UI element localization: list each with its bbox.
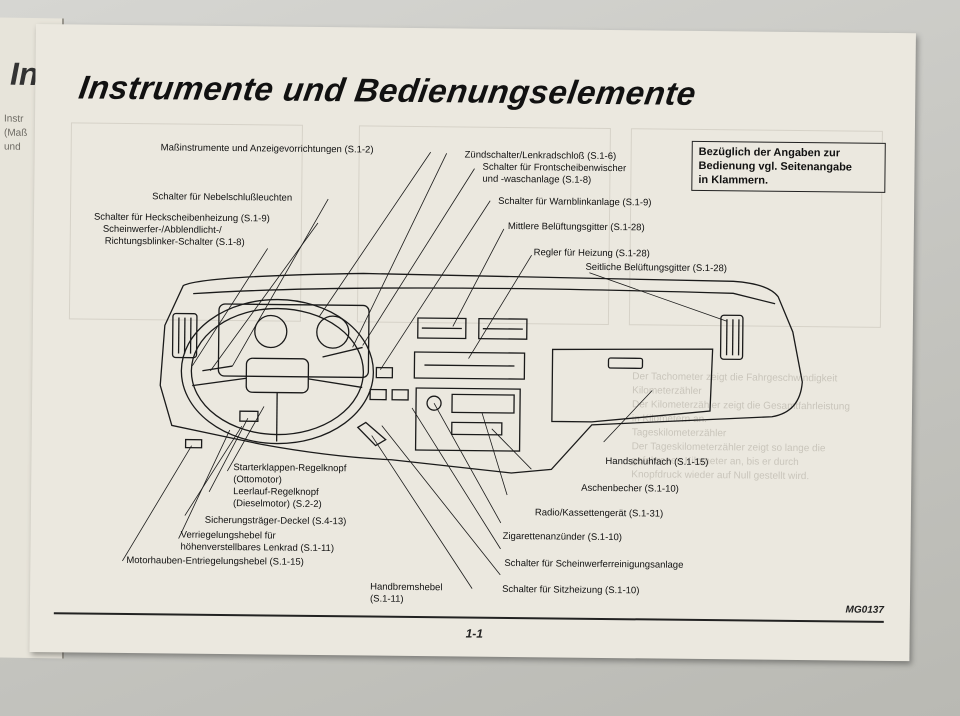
glove-box-handle: [607, 357, 644, 369]
center-vent-right: [478, 317, 528, 340]
page-number: 1-1: [465, 626, 484, 641]
label-gauges: Maßinstrumente und Anzeigevorrichtungen …: [160, 142, 374, 156]
cigarette-lighter: [426, 395, 442, 411]
label-headlamp-washer: Schalter für Scheinwerferreinigungsanlag…: [504, 557, 684, 571]
handbrake-lever: [356, 421, 387, 447]
label-center-vents: Mittlere Belüftungsgitter (S.1-28): [507, 220, 645, 234]
right-side-vent: [719, 314, 744, 361]
label-steering-lever-2: höhenverstellbares Lenkrad (S.1-11): [180, 541, 335, 555]
label-idle-knob: Leerlauf-Regelknopf: [233, 486, 319, 498]
dashboard-diagram: [122, 151, 803, 589]
leader-lines: [122, 151, 728, 589]
tachometer-dial: [316, 315, 350, 349]
ashtray: [451, 421, 503, 436]
label-side-vents: Seitliche Belüftungsgitter (S.1-28): [585, 261, 728, 275]
manual-page: Der Tachometer zeigt die Fahrgeschwindig…: [29, 24, 916, 662]
label-hood-release: Motorhauben-Entriegelungshebel (S.1-15): [126, 554, 304, 568]
label-ashtray: Aschenbecher (S.1-10): [581, 482, 679, 495]
label-seat-heating: Schalter für Sitzheizung (S.1-10): [502, 583, 640, 597]
label-heater-regulator: Regler für Heizung (S.1-28): [533, 247, 650, 260]
dashboard-top-edge: [193, 287, 776, 305]
left-page-heading-fragment: In: [10, 55, 39, 93]
label-choke-2: (Ottomotor): [233, 474, 282, 486]
left-page-text-fragment: Instr: [4, 113, 24, 125]
center-vent-left: [417, 317, 467, 340]
label-headlight-switch-2: Richtungsblinker-Schalter (S.1-8): [104, 235, 245, 249]
label-wiper-switch-2: und -waschanlage (S.1-8): [482, 173, 592, 186]
dashboard-outline: [159, 272, 803, 474]
left-page-text-fragment: und: [4, 141, 21, 153]
label-handbrake-2: (S.1-11): [369, 593, 404, 605]
label-hazard: Schalter für Warnblinkanlage (S.1-9): [498, 195, 652, 209]
label-glove-box: Handschuhfach (S.1-15): [605, 455, 709, 469]
label-idle-knob-2: (Dieselmotor) (S.2-2): [232, 498, 322, 511]
speedometer-dial: [254, 314, 288, 349]
steering-wheel: [180, 298, 375, 445]
hood-release-lever: [184, 438, 203, 449]
radio-cassette: [451, 393, 515, 414]
label-steering-lever: Verriegelungshebel für: [180, 529, 276, 542]
glove-box: [551, 348, 714, 423]
label-handbrake: Handbremshebel: [370, 581, 443, 594]
label-fuse-cover: Sicherungsträger-Deckel (S.4-13): [204, 514, 347, 528]
instrument-cluster: [217, 303, 370, 379]
fuse-box-cover: [239, 410, 259, 423]
left-page-text-fragment: (Maß: [4, 127, 28, 139]
figure-code: MG0137: [845, 604, 884, 616]
label-lighter: Zigarettenanzünder (S.1-10): [502, 530, 623, 544]
label-fog-lights: Schalter für Nebelschlußleuchten: [152, 191, 293, 204]
hazard-switch: [375, 366, 394, 379]
heater-control-panel: [413, 351, 526, 380]
left-side-vent: [171, 312, 198, 359]
center-console: [414, 387, 521, 452]
label-radio: Radio/Kassettengerät (S.1-31): [534, 507, 664, 520]
steering-hub: [245, 357, 310, 394]
